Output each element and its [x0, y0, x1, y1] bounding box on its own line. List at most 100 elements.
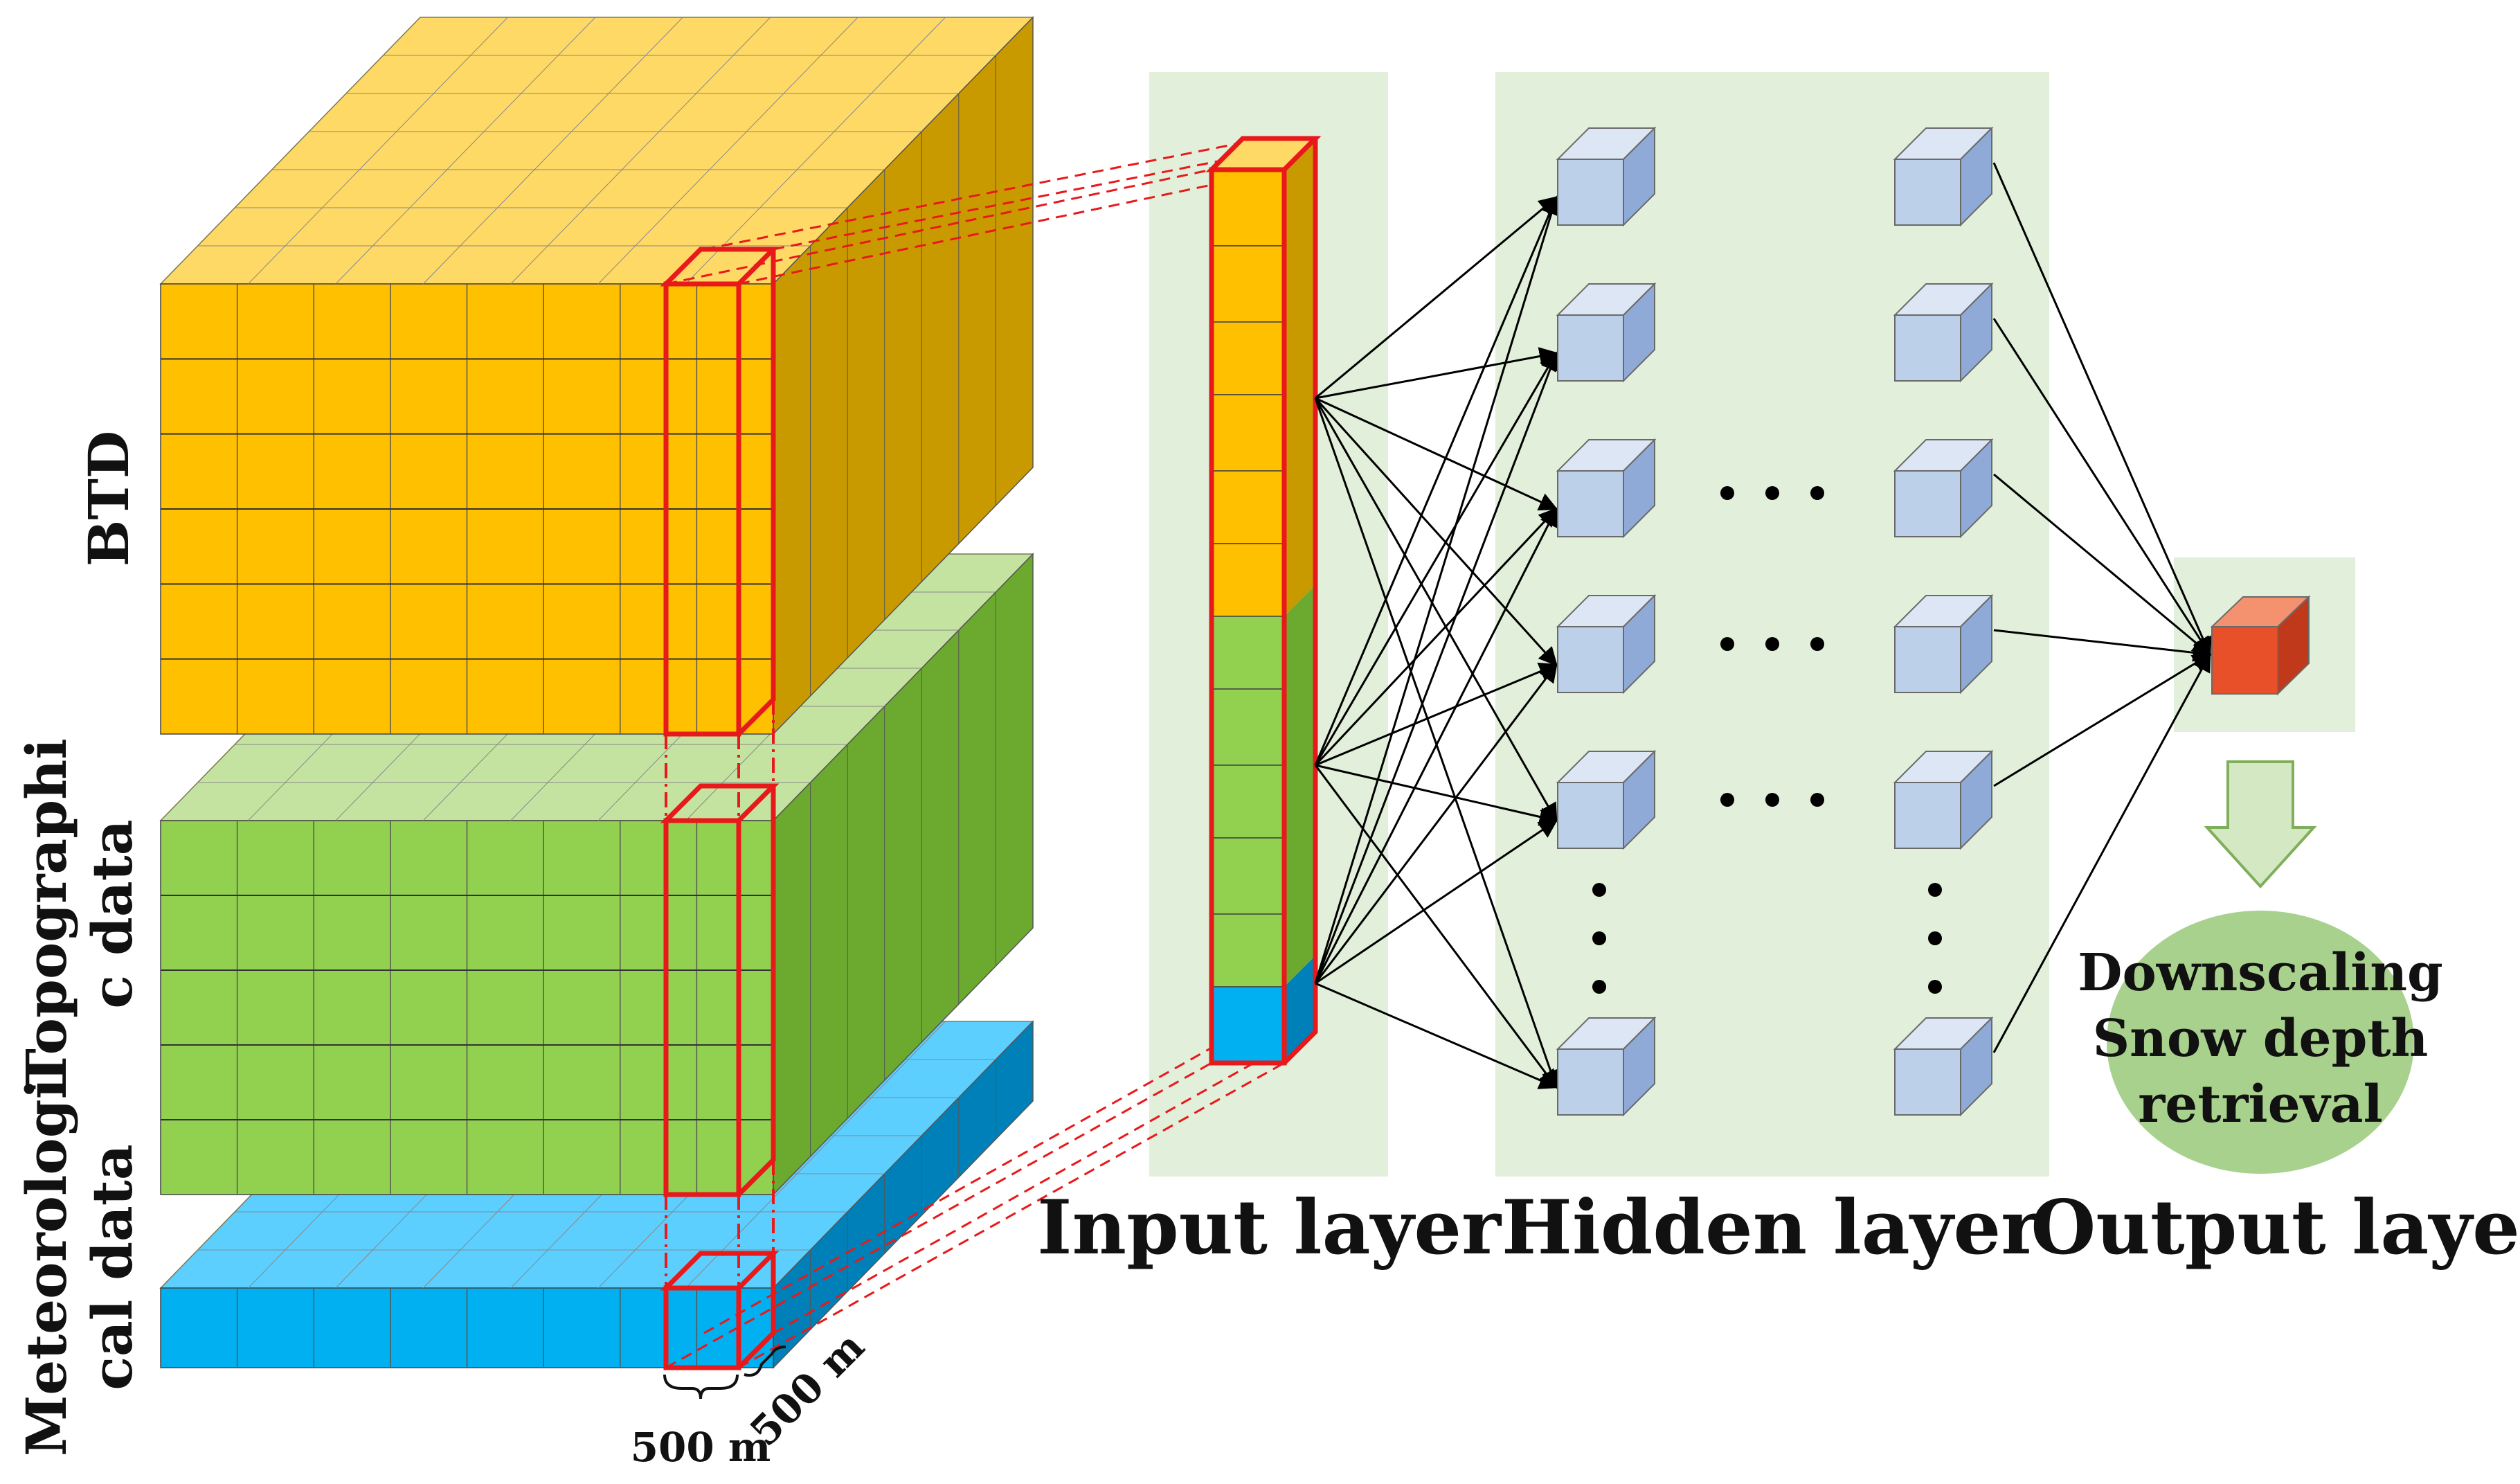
input-column-cell — [1211, 470, 1285, 544]
projection-line — [703, 141, 1247, 251]
btd-label: BTD — [76, 431, 141, 567]
input-column-cell — [1211, 245, 1285, 323]
scale-bracket-front — [663, 1374, 739, 1400]
input-column-cell — [1211, 688, 1285, 766]
projection-line — [703, 1027, 1247, 1334]
input-column-cell — [1211, 394, 1285, 472]
hidden-node-col2-2 — [1893, 438, 1994, 539]
output-connection-arrow — [1992, 652, 2211, 1053]
btd-block-top-grid — [685, 17, 946, 285]
cube-node-icon — [1894, 470, 1961, 537]
input-column-cell — [1211, 986, 1285, 1064]
output-connection-arrow — [1993, 473, 2212, 656]
projection-line — [738, 1062, 1285, 1369]
cube-node-icon — [1557, 314, 1624, 382]
connection-arrow — [1314, 351, 1558, 766]
input-column-side-met — [1284, 956, 1315, 1063]
connection-arrow — [1314, 195, 1560, 984]
connection-arrow — [1314, 765, 1558, 1089]
cube-node-icon — [1557, 1048, 1624, 1116]
input-column-cell — [1211, 837, 1285, 915]
output-connection-arrow — [1992, 162, 2212, 656]
cube-node-icon — [1894, 314, 1961, 382]
input-column-outline — [1205, 136, 1322, 1066]
cube-node-icon — [1557, 626, 1624, 693]
input-column-cell — [1211, 321, 1285, 395]
output-layer-title: Output layer — [2031, 1184, 2520, 1271]
cube-node-icon — [1557, 470, 1624, 537]
input-layer-title: Input layer — [1037, 1184, 1502, 1271]
connection-arrow — [1315, 819, 1558, 985]
input-column-cell — [1211, 616, 1285, 690]
meteorological-label-line2: cal data — [80, 1144, 145, 1390]
output-connection-arrow — [1993, 653, 2212, 787]
input-column-cell — [1211, 765, 1285, 839]
hidden-layer-title: Hidden layer — [1502, 1184, 2042, 1271]
connection-arrow — [1315, 196, 1558, 400]
connection-arrow — [1314, 397, 1560, 1089]
connection-arrow — [1315, 662, 1558, 767]
connection-arrow — [1314, 663, 1558, 984]
connection-arrow — [1314, 351, 1559, 984]
projection-line — [738, 168, 1285, 285]
cube-node-icon — [1894, 782, 1961, 849]
output-oval-line1: Downscaling — [2078, 943, 2442, 1003]
hidden-node-col1-0 — [1556, 126, 1657, 227]
scale-label-front: 500 m — [631, 1424, 771, 1471]
data-cube-stack — [159, 16, 1316, 1370]
input-column-cell — [1211, 913, 1285, 987]
output-connection-arrow — [1992, 318, 2211, 656]
hidden-node-col2-1 — [1893, 282, 1994, 383]
projection-line — [773, 1027, 1316, 1334]
output-oval-line3: retrieval — [2138, 1075, 2383, 1134]
cube-node-icon — [1894, 159, 1961, 226]
btd-block — [159, 16, 1034, 735]
btd-block-top-grid — [422, 17, 683, 285]
topographic-label-line2: c data — [80, 819, 145, 1008]
hidden-node-col1-1 — [1556, 282, 1657, 383]
connection-arrow — [1314, 507, 1558, 984]
connection-arrow — [1315, 397, 1558, 511]
connection-arrow — [1314, 195, 1558, 766]
hidden-node-col1-5 — [1556, 1016, 1657, 1117]
cube-node-icon — [1894, 1048, 1961, 1116]
btd-block-top-grid — [510, 17, 771, 285]
connection-arrow — [1314, 397, 1558, 823]
input-column — [1205, 136, 1322, 1066]
hidden-node-col1-4 — [1556, 749, 1657, 850]
output-connection-arrow — [1993, 629, 2212, 662]
input-column-side-topo — [1284, 585, 1315, 987]
meteorological-label-line1: Meteorologi — [14, 1078, 79, 1456]
input-column-side-btd — [1284, 138, 1315, 616]
input-column-outline-side — [1282, 138, 1318, 1065]
hidden-node-col1-3 — [1556, 593, 1657, 695]
btd-block-top-grid — [248, 17, 508, 285]
connection-arrow — [1314, 397, 1558, 667]
output-oval-line2: Snow depth — [2093, 1009, 2429, 1069]
hidden-node-col1-2 — [1556, 438, 1657, 539]
cube-node-icon — [1894, 626, 1961, 693]
output-node-icon — [2210, 595, 2311, 696]
cube-node-icon — [1557, 782, 1624, 849]
hidden-node-col2-3 — [1893, 593, 1994, 695]
network-connections — [1314, 162, 2212, 1089]
connection-arrow — [1315, 982, 1558, 1089]
output-oval — [2107, 911, 2414, 1174]
hidden-node-col2-5 — [1893, 1016, 1994, 1117]
input-column-cell — [1211, 169, 1285, 247]
connection-arrow — [1314, 508, 1558, 767]
btd-block-top-grid — [597, 17, 858, 285]
hidden-node-col2-0 — [1893, 126, 1994, 227]
projection-line — [665, 168, 1212, 285]
scale-bracket-side — [744, 1346, 786, 1377]
btd-block-top-grid — [335, 17, 596, 285]
connection-arrow — [1315, 347, 1558, 400]
topographic-label-line1: Topographi — [14, 738, 79, 1089]
hidden-node-col2-4 — [1893, 749, 1994, 850]
hidden-layer-nodes — [1556, 126, 1994, 1117]
projection-line — [665, 1062, 1212, 1369]
ellipsis-icon — [1592, 486, 1942, 994]
meteorological-block-top-grid — [685, 1021, 946, 1289]
down-arrow-icon — [2204, 760, 2317, 888]
